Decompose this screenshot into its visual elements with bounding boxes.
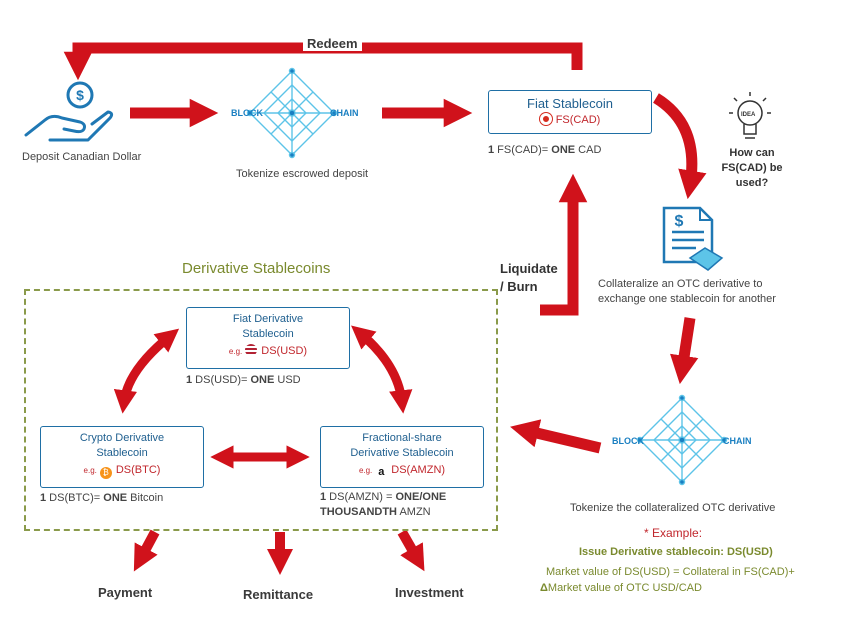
btc-derivative-title: Crypto Derivative Stablecoin [79, 432, 165, 459]
collateral-to-blockchain-arrow [670, 317, 699, 385]
payment-label: Payment [98, 585, 153, 600]
contract-icon [662, 206, 724, 271]
hand-coin-icon [24, 81, 114, 142]
usd-derivative-box: Fiat Derivative Stablecoin e.g.DS(USD) [186, 307, 350, 369]
deposit-label: Deposit Canadian Dollar [22, 151, 142, 163]
amzn-derivative-title: Fractional-share Derivative Stablecoin [350, 432, 454, 459]
lightbulb-icon [729, 92, 771, 139]
tokenize-otc-label: Tokenize the collateralized OTC derivati… [570, 502, 776, 514]
usd-derivative-code: DS(USD) [261, 345, 308, 357]
example-market-1: Market value of DS(USD) = Collateral in … [546, 566, 795, 578]
collateralize-label: Collateralize an OTC derivative to excha… [598, 278, 776, 305]
liquidate-label: Liquidate / Burn [500, 261, 558, 294]
investment-label: Investment [395, 585, 464, 600]
btc-derivative-code: DS(BTC) [115, 464, 161, 476]
liquidate-arrow [540, 173, 588, 316]
block-text-2: BLOCK [612, 436, 644, 446]
investment-arrow [397, 529, 425, 572]
example-issue: Issue Derivative stablecoin: DS(USD) [579, 546, 773, 558]
example-title: * Example: [644, 526, 703, 540]
derivative-group-title: Derivative Stablecoins [176, 260, 337, 278]
usd-amzn-arrow [351, 325, 413, 414]
btc-rate: 1 DS(BTC)= ONE Bitcoin [40, 492, 164, 504]
chain-text: CHAIN [330, 108, 359, 118]
blockchain-logo-icon [246, 67, 338, 159]
example-market-2: ΔMarket value of OTC USD/CAD [540, 582, 702, 594]
payment-arrow [133, 529, 160, 572]
fiat-rate: 1 FS(CAD)= ONE CAD [488, 144, 602, 156]
amazon-icon: a [375, 467, 388, 479]
usd-derivative-title: Fiat Derivative Stablecoin [232, 313, 304, 340]
btc-derivative-box: Crypto Derivative Stablecoin e.g.₿DS(BTC… [40, 426, 204, 488]
usd-rate: 1 DS(USD)= ONE USD [186, 374, 301, 386]
remittance-label: Remittance [243, 587, 314, 602]
svg-text:$: $ [675, 213, 684, 230]
fiat-stablecoin-box: Fiat Stablecoin FS(CAD) [488, 90, 652, 134]
svg-text:$: $ [76, 87, 84, 103]
fiat-stablecoin-title: Fiat Stablecoin [527, 96, 613, 111]
question-text: How can FS(CAD) be used? [721, 147, 783, 189]
redeem-arrow [63, 42, 583, 81]
amzn-derivative-code: DS(AMZN) [391, 464, 446, 476]
tokenize-deposit-label: Tokenize escrowed deposit [236, 168, 369, 180]
bitcoin-icon: ₿ [99, 467, 112, 479]
fiat-stablecoin-code: FS(CAD) [555, 114, 601, 126]
us-flag-icon [245, 344, 258, 356]
blockchain-logo-icon-2 [636, 394, 728, 486]
derivative-group-frame [24, 289, 498, 531]
block-text: BLOCK [231, 108, 263, 118]
chain-text-2: CHAIN [723, 436, 752, 446]
redeem-label: Redeem [303, 36, 362, 51]
canada-flag-icon [539, 113, 552, 125]
idea-text: IDEA [741, 112, 756, 118]
usd-btc-arrow [113, 328, 180, 414]
fiat-to-collateral-arrow [652, 93, 707, 200]
blockchain-to-derivatives-arrow [510, 419, 602, 454]
amzn-derivative-box: Fractional-share Derivative Stablecoin e… [320, 426, 484, 488]
